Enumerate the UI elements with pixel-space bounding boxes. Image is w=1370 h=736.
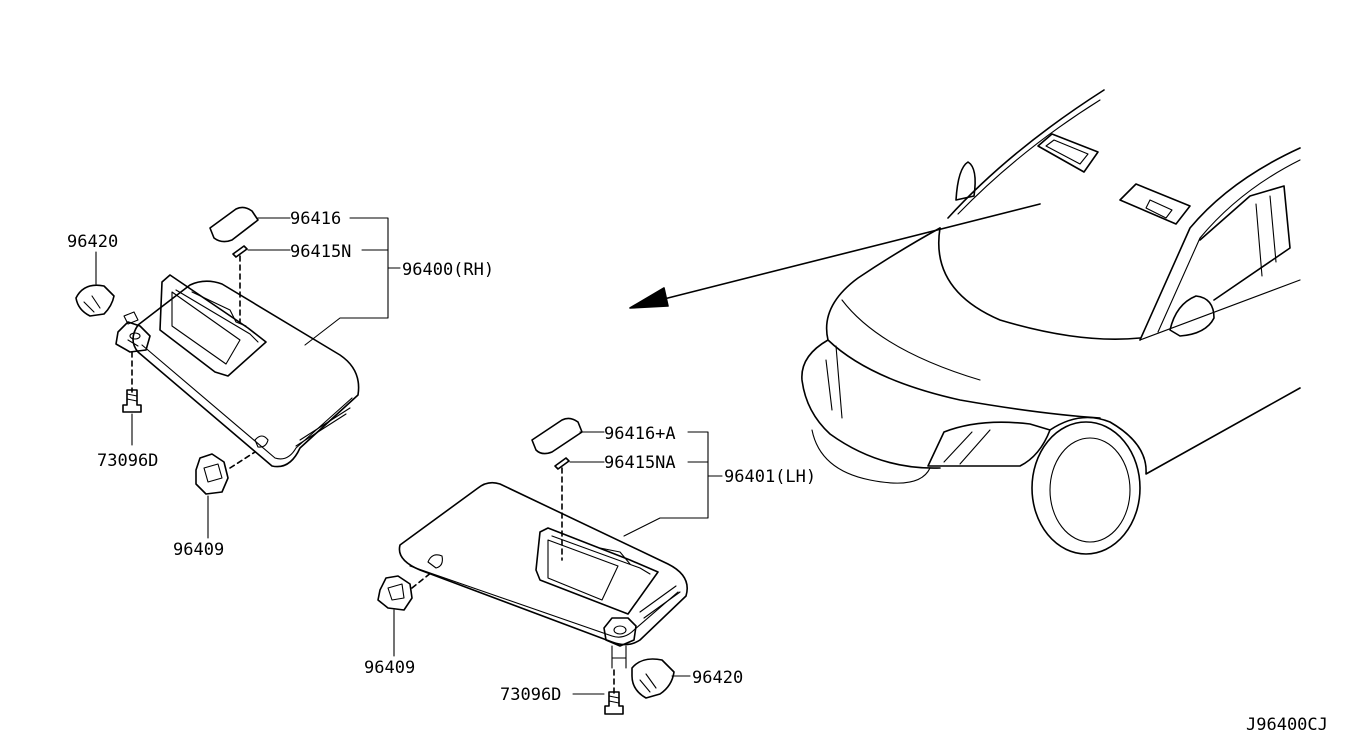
vehicle-roof [947,89,1105,219]
vehicle-illustration [801,89,1301,555]
rh-visor-edge [141,344,353,460]
lh-screw-thread [608,695,620,704]
rh-mirror-flap [191,291,247,327]
label-lh-pin: 96415NA [604,453,676,473]
rh-mirror-inner [171,289,259,365]
lh-pivot-hole [613,625,627,635]
lh-mirror-inner [547,535,651,601]
label-lh-assembly: 96401(LH) [724,467,816,487]
rh-holder-detail [203,463,223,483]
lh-pin-96415NA [554,457,570,470]
rh-pivot-detail [123,311,139,347]
lh-vanity-mirror [535,527,659,615]
vehicle-wheel-inner [1049,437,1131,543]
rh-holder-dash [229,451,256,469]
rh-clip-96420 [75,284,115,317]
lh-sun-visor-assembly [377,417,723,715]
rh-visor-stripe [295,407,351,447]
lh-visor-edge [409,565,679,638]
rh-vanity-mirror [159,274,267,377]
vehicle-mirror-left [955,161,976,201]
label-rh-cover: 96416 [290,209,341,229]
label-lh-clip: 96420 [692,668,743,688]
lh-holder-detail [387,583,405,601]
vehicle-front-fascia [801,339,941,469]
label-rh-holder: 96409 [173,540,224,560]
vehicle-roof-inner [957,99,1101,215]
pointer-arrow-line [659,203,1041,301]
rh-assembly-bracket [304,217,389,346]
pointer-arrowhead [629,287,669,309]
lh-visor-hook [427,554,443,569]
rh-visor-body [132,280,360,468]
lh-visor-body [398,481,688,646]
lh-cover-96416A [531,417,583,455]
rh-cover-96416 [209,206,259,243]
lh-mirror-flap [599,547,631,565]
rh-holder-96409 [195,453,229,495]
label-rh-assembly: 96400(RH) [402,260,494,280]
vehicle-window-frame [1255,195,1277,277]
vehicle-headlight-detail [943,429,991,465]
pointer-arrow [629,203,1041,309]
rh-pivot-hole [129,332,141,340]
vehicle-mirror-right [1169,295,1215,337]
rh-pin-96415N [232,245,248,258]
label-rh-screw: 73096D [97,451,158,471]
rh-sun-visor-assembly [75,206,401,539]
lh-visor-stripe [639,585,681,619]
overhead-console-inner [1045,139,1089,165]
vehicle-door-line [1139,279,1301,341]
lh-clip-96420 [631,658,675,699]
vehicle-a-pillar-inner [1157,159,1301,333]
lh-holder-dash [411,571,433,589]
label-rh-pin: 96415N [290,242,351,262]
diagram-code: J96400CJ [1246,715,1328,735]
label-rh-clip: 96420 [67,232,118,252]
label-lh-holder: 96409 [364,658,415,678]
lh-screw-73096D [604,691,624,715]
vehicle-windshield-base [938,227,1141,340]
overhead-console [1037,133,1099,173]
lh-pivot-bracket [603,617,637,647]
rh-clip-ribs [83,295,101,313]
lh-pivot-rod [611,645,627,669]
lh-holder-96409 [377,575,413,611]
vehicle-a-pillar [1139,147,1301,341]
lh-clip-ribs [639,673,657,693]
vehicle-grille [825,345,843,419]
label-lh-cover: 96416+A [604,424,676,444]
label-lh-screw: 73096D [500,685,561,705]
vehicle-hood-line [841,299,981,381]
vehicle-wheel [1031,421,1141,555]
rh-screw-73096D [122,389,142,413]
lh-assembly-bracket [623,431,709,537]
rh-visor-hook [254,435,269,448]
sun-visor-mirror-on-vehicle [1145,199,1173,219]
vehicle-side-window [1199,185,1291,301]
vehicle-headlight [927,421,1051,467]
vehicle-bumper [811,429,931,484]
vehicle-fender [1049,387,1301,475]
sun-visor-on-vehicle [1119,183,1191,225]
vehicle-hood [825,227,1101,419]
rh-screw-thread [126,393,138,402]
